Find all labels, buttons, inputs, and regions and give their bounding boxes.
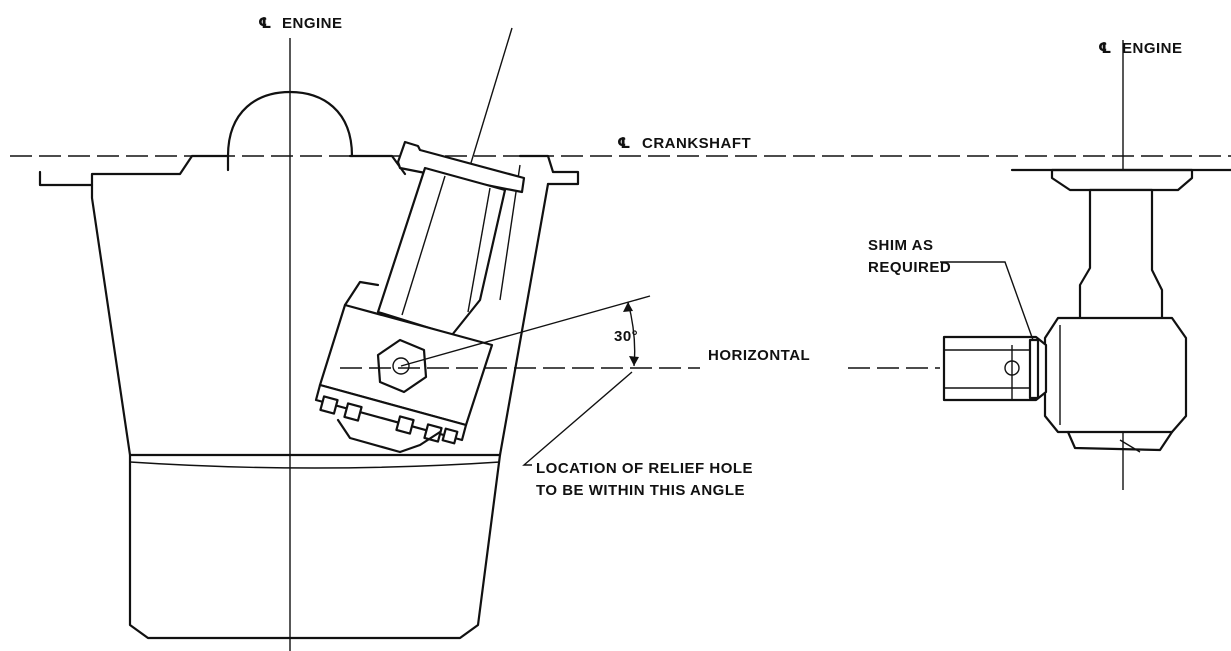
- crankshaft-dome: [226, 90, 354, 158]
- oil-pump-right-view: [940, 168, 1231, 453]
- pump-housing-side: [343, 280, 380, 307]
- bolt: [343, 402, 363, 422]
- horizontal-label: HORIZONTAL: [708, 347, 810, 364]
- right-pump-bottom: [1066, 430, 1174, 452]
- centerline-symbol-crank: ℄: [617, 135, 631, 152]
- angle-line-30deg: [400, 295, 651, 367]
- relief-leader-line: [522, 371, 633, 466]
- shim-leader-line: [940, 261, 1034, 341]
- crankshaft-label: CRANKSHAFT: [642, 135, 751, 152]
- relief-label-line2: TO BE WITHIN THIS ANGLE: [536, 482, 745, 499]
- engine-right-label: ENGINE: [1122, 40, 1183, 57]
- pump-column: [376, 166, 507, 337]
- engine-left-label: ENGINE: [282, 15, 343, 32]
- pump-mounting-pad: [396, 140, 526, 194]
- bolt: [319, 395, 339, 415]
- bolt: [423, 423, 443, 443]
- oil-pump-left-view: [314, 140, 526, 454]
- oil-pan-body: [90, 182, 550, 640]
- labels: ℄ ENGINE ℄ ENGINE ℄ CRANKSHAFT HORIZONTA…: [258, 15, 1183, 499]
- bolt: [395, 415, 415, 435]
- pump-column-edge: [401, 175, 446, 316]
- oil-pan-sump-curve: [129, 461, 501, 469]
- angle-construction: [340, 295, 940, 466]
- pump-column-edge-2: [467, 187, 491, 313]
- pump-pickup: [336, 418, 442, 454]
- right-pump-column: [1078, 188, 1164, 322]
- shim-label-line2: REQUIRED: [868, 259, 951, 276]
- right-drive-extension: [942, 335, 1048, 402]
- right-pump-body: [1043, 316, 1188, 434]
- angle-arrow-bottom-icon: [629, 356, 639, 366]
- right-pickup-detail: [1119, 439, 1141, 453]
- centerline-symbol-right: ℄: [1098, 40, 1112, 57]
- shim-icon: [1028, 338, 1040, 400]
- centerline-symbol-left: ℄: [258, 15, 272, 32]
- relief-label-line1: LOCATION OF RELIEF HOLE: [536, 460, 753, 477]
- angle-arrow-top-icon: [623, 302, 633, 312]
- bolt: [441, 427, 459, 445]
- pump-bolts: [319, 395, 459, 445]
- relief-hole-circle: [392, 357, 410, 375]
- shim-label-line1: SHIM AS: [868, 237, 933, 254]
- right-mounting-flange: [1050, 168, 1194, 192]
- angle-label: 30°: [614, 328, 638, 345]
